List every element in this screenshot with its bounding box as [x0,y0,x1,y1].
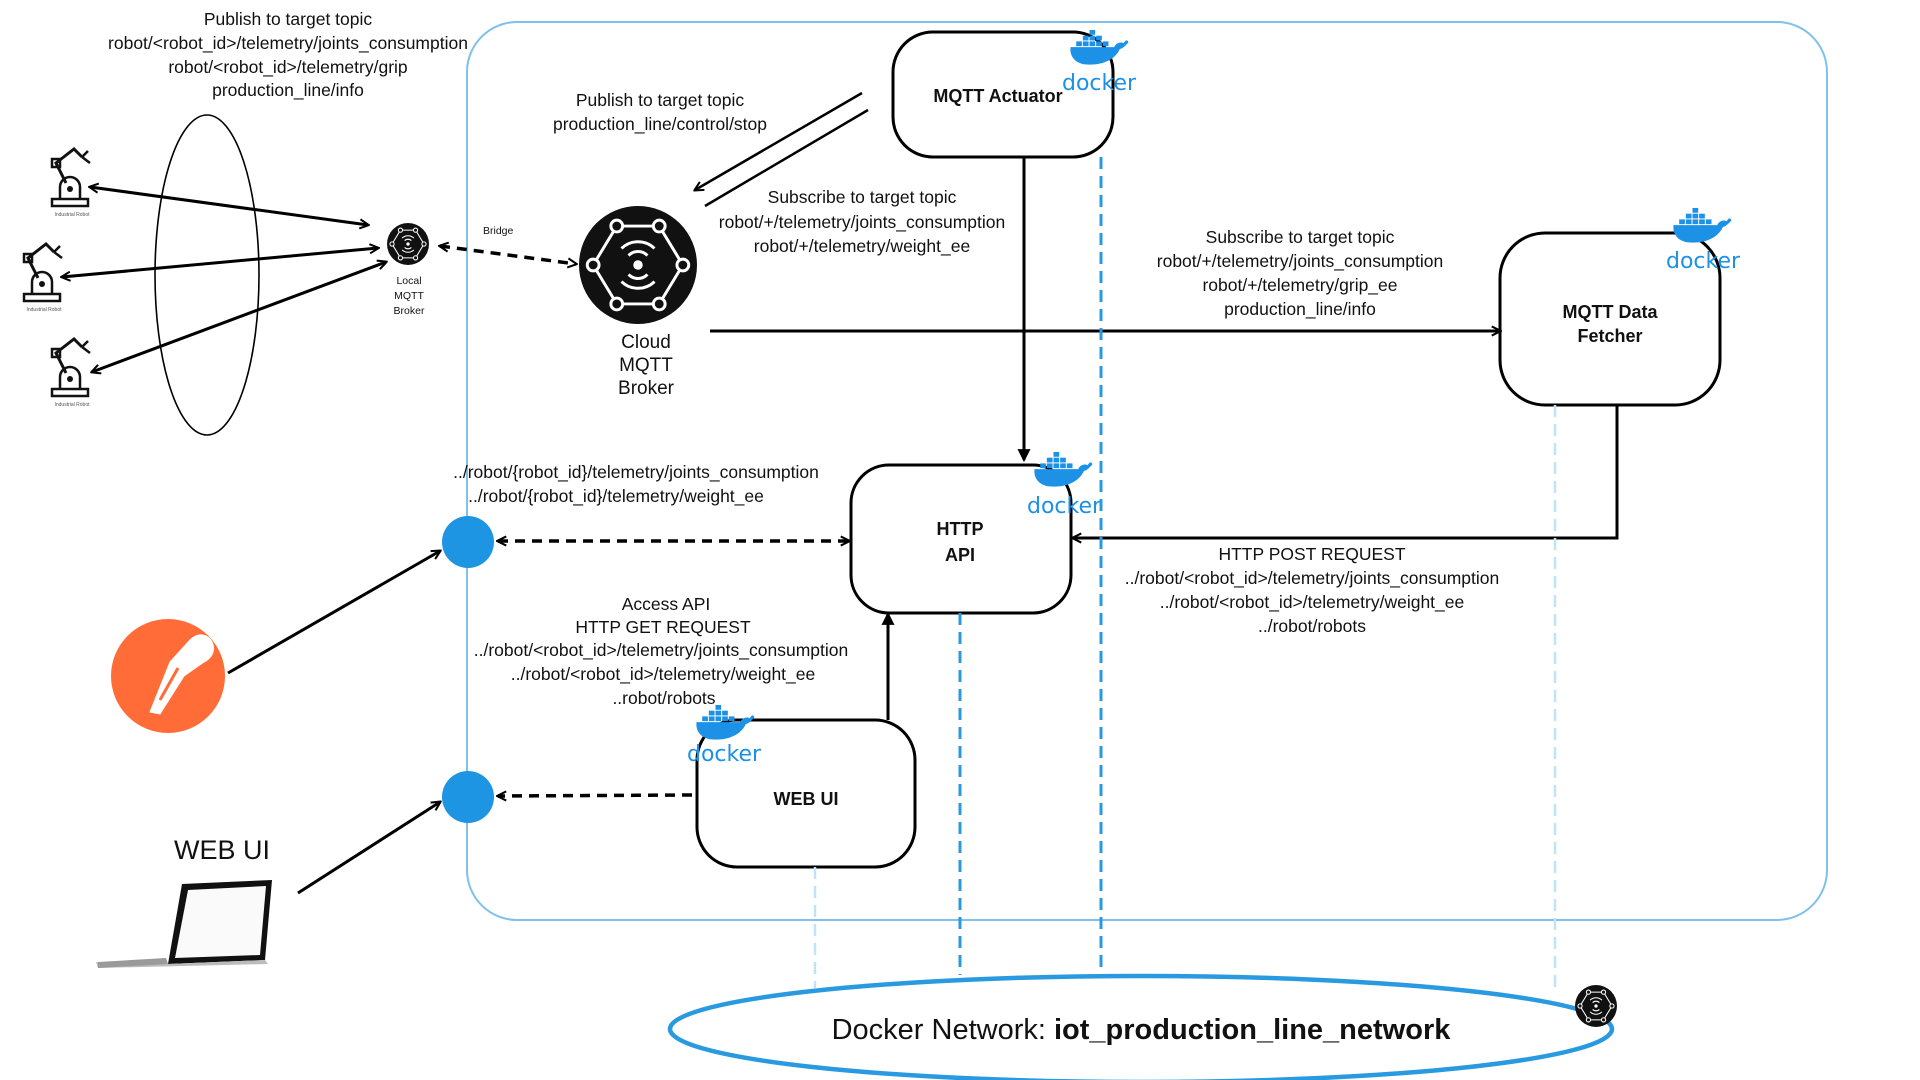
docker-network-label: Docker Network: iot_production_line_netw… [832,1014,1452,1046]
local-broker-label: MQTT [394,290,424,302]
docker-environment-frame [466,21,1828,921]
api-endpoint: ../robot/{robot_id}/telemetry/weight_ee [468,486,764,507]
actuator-publish-heading: Publish to target topic [576,90,745,110]
webui-get-endpoint: ../robot/<robot_id>/telemetry/weight_ee [511,664,816,685]
cloud-broker-label: MQTT [619,355,673,376]
api-endpoint: ../robot/{robot_id}/telemetry/joints_con… [453,462,819,483]
fetcher-post-endpoint: ../robot/robots [1258,616,1366,636]
mqtt-data-fetcher-box [1498,231,1722,407]
web-ui-client-label: WEB UI [174,835,270,865]
webui-get-endpoint: ../robot/<robot_id>/telemetry/joints_con… [474,640,849,661]
mqtt-actuator-title: MQTT Actuator [933,86,1062,106]
left-publish-topic: robot/<robot_id>/telemetry/grip [168,57,407,78]
left-publish-topic: robot/<robot_id>/telemetry/joints_consum… [108,33,468,54]
robot-caption: Industrial Robot [26,307,62,313]
cloud-broker-label: Broker [618,378,675,399]
bridge-arrow [440,246,576,264]
robot-group-ellipse [154,114,260,436]
laptop-to-node-arrow [297,802,440,895]
webui-get-endpoint: ..robot/robots [612,688,715,708]
actuator-subscribe-topic: robot/+/telemetry/weight_ee [754,236,970,257]
webui-to-node-dashed-arrow [498,795,693,796]
fetcher-post-endpoint: ../robot/<robot_id>/telemetry/joints_con… [1125,568,1500,589]
docker-network-ellipse [667,973,1615,1080]
local-mqtt-broker-icon [386,222,430,266]
left-publish-topic: production_line/info [212,80,364,101]
actuator-subscribe-arrow [695,91,863,190]
cloud-broker-label: Cloud [621,332,671,353]
robot-link-arrow [62,248,378,277]
local-broker-label: Local [396,275,421,287]
robot-link-arrow [90,187,368,225]
local-broker-label: Broker [394,305,425,317]
webui-access-heading: Access API [622,594,711,614]
webui-client-node [442,771,494,823]
fetcher-post-heading: HTTP POST REQUEST [1218,544,1405,564]
actuator-publish-topic: production_line/control/stop [553,114,767,135]
industrial-robot-icon: Industrial Robot [22,242,64,313]
web-ui-box [695,718,917,869]
fetcher-subscribe-heading: Subscribe to target topic [1206,227,1395,247]
docker-whale-icon [1034,452,1093,487]
actuator-subscribe-heading: Subscribe to target topic [768,187,957,207]
laptop-icon [96,880,272,968]
api-client-node [442,516,494,568]
docker-logo-text: docker [1027,494,1102,519]
actuator-publish-arrow [704,108,869,208]
fetcher-to-api-arrow [1073,405,1619,538]
robot-caption: Industrial Robot [54,212,90,218]
http-api-title: HTTP [937,519,984,539]
docker-logo-text: docker [1666,249,1741,274]
data-fetcher-title: MQTT Data [1562,302,1658,322]
industrial-robot-icon: Industrial Robot [50,147,92,218]
docker-logo-text: docker [687,742,762,767]
actuator-subscribe-topic: robot/+/telemetry/joints_consumption [719,212,1005,233]
cloud-mqtt-broker-icon [577,204,699,326]
fetcher-post-endpoint: ../robot/<robot_id>/telemetry/weight_ee [1160,592,1465,613]
docker-logo-text: docker [1062,71,1137,96]
postman-icon [111,619,225,733]
left-publish-heading: Publish to target topic [204,9,373,29]
fetcher-subscribe-topic: robot/+/telemetry/joints_consumption [1157,251,1443,272]
robot-caption: Industrial Robot [54,402,90,408]
robot-link-arrow [92,262,386,372]
data-fetcher-title: Fetcher [1577,326,1642,346]
mqtt-actuator-box [891,30,1115,159]
bridge-label: Bridge [483,225,514,237]
http-api-box [849,463,1073,615]
fetcher-subscribe-topic: robot/+/telemetry/grip_ee [1202,275,1397,296]
industrial-robot-icon: Industrial Robot [50,337,92,408]
webui-get-heading: HTTP GET REQUEST [575,617,751,637]
web-ui-title: WEB UI [774,789,839,809]
docker-whale-icon [1673,208,1732,243]
fetcher-subscribe-topic: production_line/info [1224,299,1376,320]
postman-to-node-arrow [227,551,440,675]
http-api-title: API [945,545,975,565]
network-mqtt-icon [1574,984,1618,1028]
